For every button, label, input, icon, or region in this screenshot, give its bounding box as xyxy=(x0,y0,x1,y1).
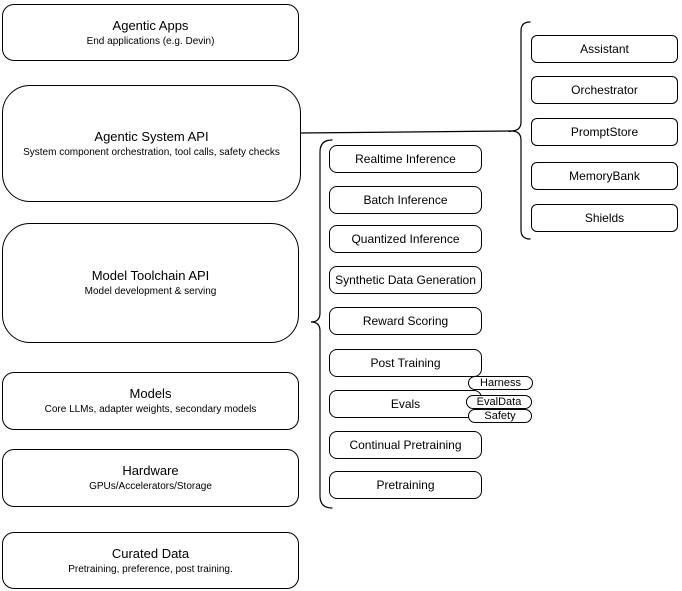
node-label: PromptStore xyxy=(570,125,639,139)
box-subtitle: Core LLMs, adapter weights, secondary mo… xyxy=(44,404,257,415)
node-label: Pretraining xyxy=(376,478,435,492)
node-label: Assistant xyxy=(580,42,629,56)
node-memorybank: MemoryBank xyxy=(531,162,678,190)
node-label: Realtime Inference xyxy=(355,152,456,166)
node-orchestrator: Orchestrator xyxy=(531,76,678,104)
node-promptstore: PromptStore xyxy=(531,118,678,146)
tag-label: Safety xyxy=(484,409,516,422)
node-batch-inference: Batch Inference xyxy=(329,186,482,214)
box-subtitle: System component orchestration, tool cal… xyxy=(23,146,280,158)
node-pretraining: Pretraining xyxy=(329,471,482,499)
node-post-training: Post Training xyxy=(329,349,482,377)
system-api-connector-line xyxy=(299,130,512,134)
box-agentic-system-api: Agentic System API System component orch… xyxy=(2,85,301,202)
node-label: Synthetic Data Generation xyxy=(335,273,476,287)
box-subtitle: GPUs/Accelerators/Storage xyxy=(89,481,212,492)
box-subtitle: Pretraining, preference, post training. xyxy=(68,563,233,575)
box-models: Models Core LLMs, adapter weights, secon… xyxy=(2,372,299,430)
box-title: Hardware xyxy=(122,463,179,478)
box-title: Agentic System API xyxy=(94,128,209,144)
node-label: Batch Inference xyxy=(363,193,448,207)
node-realtime-inference: Realtime Inference xyxy=(329,145,482,173)
box-hardware: Hardware GPUs/Accelerators/Storage xyxy=(2,449,299,507)
box-title: Model Toolchain API xyxy=(91,268,210,283)
box-model-toolchain-api: Model Toolchain API Model development & … xyxy=(2,223,299,343)
node-synthetic-data-generation: Synthetic Data Generation xyxy=(329,266,482,294)
box-subtitle: End applications (e.g. Devin) xyxy=(86,35,215,47)
box-title: Models xyxy=(129,386,172,401)
box-agentic-apps: Agentic Apps End applications (e.g. Devi… xyxy=(2,4,299,61)
tag-harness: Harness xyxy=(468,376,533,390)
box-subtitle: Model development & serving xyxy=(84,286,217,297)
node-label: Post Training xyxy=(370,356,441,370)
node-shields: Shields xyxy=(531,204,678,232)
box-title: Agentic Apps xyxy=(112,17,189,33)
tag-label: Harness xyxy=(480,376,521,389)
node-label: Continual Pretraining xyxy=(349,438,462,452)
box-curated-data: Curated Data Pretraining, preference, po… xyxy=(2,532,299,589)
node-label: Orchestrator xyxy=(571,83,638,97)
tag-safety: Safety xyxy=(468,409,532,423)
node-label: Shields xyxy=(584,211,625,225)
tag-label: EvalData xyxy=(476,395,522,408)
node-reward-scoring: Reward Scoring xyxy=(329,307,482,335)
tag-evaldata: EvalData xyxy=(466,395,532,409)
node-quantized-inference: Quantized Inference xyxy=(329,225,482,253)
node-label: Quantized Inference xyxy=(351,232,460,246)
node-label: Reward Scoring xyxy=(362,314,449,328)
system-brace xyxy=(510,21,531,240)
node-evals: Evals xyxy=(329,390,482,418)
node-label: Evals xyxy=(390,397,421,411)
node-assistant: Assistant xyxy=(531,35,678,63)
node-label: MemoryBank xyxy=(569,169,640,183)
node-continual-pretraining: Continual Pretraining xyxy=(329,431,482,459)
box-title: Curated Data xyxy=(111,545,190,561)
